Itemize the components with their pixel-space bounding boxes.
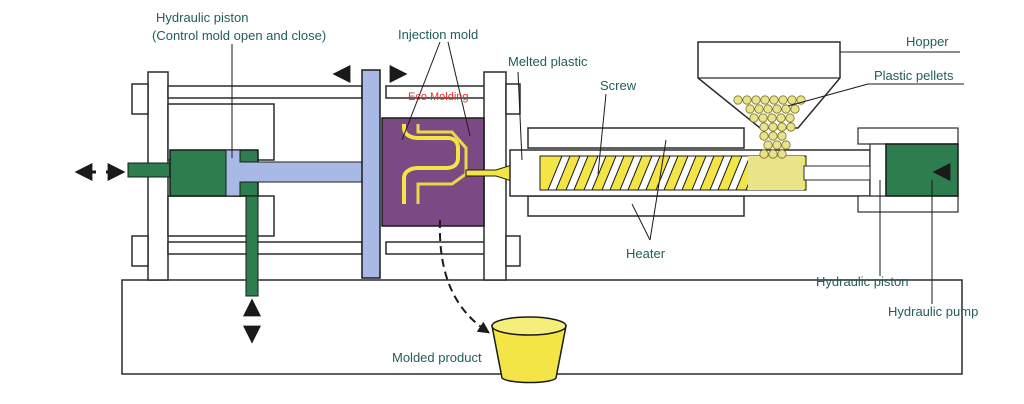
plastic-pellet xyxy=(751,95,761,105)
ejection-arrow xyxy=(438,219,490,334)
plastic-pellet xyxy=(745,104,755,114)
molded-product-cup xyxy=(491,316,567,384)
plastic-pellet xyxy=(768,122,778,132)
plastic-pellet xyxy=(763,140,773,150)
plastic-pellet xyxy=(778,95,788,105)
label-hydraulic-piston-right: Hydraulic piston xyxy=(816,274,909,289)
label-hydraulic-pump: Hydraulic pump xyxy=(888,304,978,319)
plastic-pellet xyxy=(787,95,797,105)
plastic-pellet xyxy=(759,131,769,141)
label-heater: Heater xyxy=(626,246,666,261)
screw-flight xyxy=(547,156,571,190)
plastic-pellet xyxy=(772,140,782,150)
screw-flight xyxy=(637,156,661,190)
screw-flight xyxy=(691,156,715,190)
plastic-pellet xyxy=(759,149,769,159)
label-hydraulic-piston-left-sub: (Control mold open and close) xyxy=(152,28,326,43)
plastic-pellet xyxy=(769,95,779,105)
screw-flight xyxy=(709,156,733,190)
plastic-pellet xyxy=(768,149,778,159)
plastic-pellet xyxy=(781,140,791,150)
label-screw: Screw xyxy=(600,78,637,93)
plastic-pellet xyxy=(785,113,795,123)
plastic-pellet xyxy=(742,95,752,105)
plastic-pellet xyxy=(759,122,769,132)
label-hopper: Hopper xyxy=(906,34,949,49)
motion-arrows xyxy=(74,65,951,344)
movable-platen xyxy=(361,69,381,279)
label-melted-plastic: Melted plastic xyxy=(508,54,588,69)
plastic-pellet xyxy=(776,113,786,123)
screw-flight xyxy=(583,156,607,190)
plastic-pellet xyxy=(777,131,787,141)
screw-flight xyxy=(565,156,589,190)
plastic-pellet xyxy=(786,122,796,132)
hopper xyxy=(697,41,841,159)
plastic-pellet xyxy=(768,131,778,141)
plastic-pellet xyxy=(758,113,768,123)
clamp-frame xyxy=(131,71,521,281)
plastic-pellet xyxy=(733,95,743,105)
label-injection-mold: Injection mold xyxy=(398,27,478,42)
screw-flight xyxy=(673,156,697,190)
plastic-pellet xyxy=(760,95,770,105)
plastic-pellet xyxy=(777,122,787,132)
left-hydraulic-piston xyxy=(127,149,363,297)
label-molded-product: Molded product xyxy=(392,350,482,365)
plastic-pellets xyxy=(733,95,806,159)
screw-flight xyxy=(619,156,643,190)
plastic-pellet xyxy=(777,149,787,159)
plastic-pellet xyxy=(763,104,773,114)
screw-flight xyxy=(655,156,679,190)
right-hydraulic-piston xyxy=(803,127,959,213)
screw-flight xyxy=(601,156,625,190)
label-plastic-pellets: Plastic pellets xyxy=(874,68,954,83)
screw-flight xyxy=(727,156,751,190)
leader-lines xyxy=(231,41,964,304)
plastic-pellet xyxy=(754,104,764,114)
label-eco-molding: Eco Molding xyxy=(408,91,469,103)
plastic-pellet xyxy=(790,104,800,114)
pellet-feed-zone xyxy=(748,156,804,190)
plastic-pellet xyxy=(772,104,782,114)
label-hydraulic-piston-left: Hydraulic piston xyxy=(156,10,249,25)
plastic-pellet xyxy=(781,104,791,114)
plastic-pellet xyxy=(767,113,777,123)
plastic-pellet xyxy=(749,113,759,123)
